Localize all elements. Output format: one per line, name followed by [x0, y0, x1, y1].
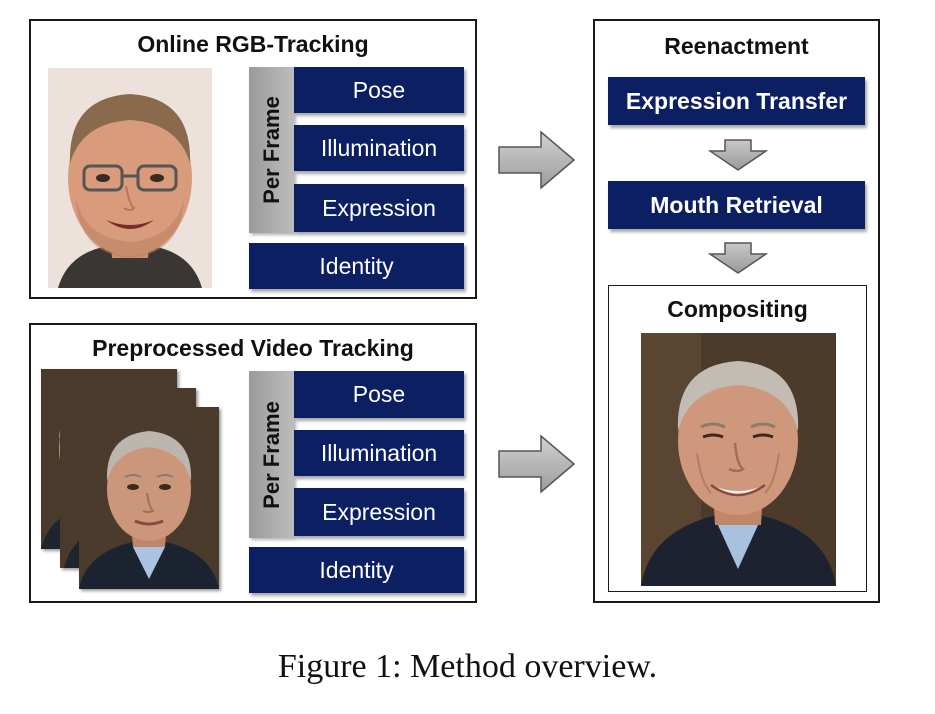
illumination-box: Illumination — [294, 430, 464, 476]
video-frame-front — [79, 407, 219, 589]
composited-result-photo — [641, 333, 836, 586]
identity-box: Identity — [249, 547, 464, 593]
video-tracking-panel: Preprocessed Video Tracking — [29, 323, 477, 603]
down-arrow-icon — [708, 139, 768, 171]
reenactment-title: Reenactment — [664, 33, 809, 59]
illumination-box: Illumination — [294, 125, 464, 171]
online-tracking-panel: Online RGB-Tracking Per Frame Pose Illum… — [29, 19, 477, 299]
per-frame-bar: Per Frame — [249, 371, 294, 538]
compositing-panel: Compositing — [608, 285, 867, 592]
source-actor-photo — [48, 68, 212, 288]
expression-box: Expression — [294, 488, 464, 536]
down-arrow-icon — [708, 242, 768, 274]
expression-box: Expression — [294, 184, 464, 232]
online-tracking-title: Online RGB-Tracking — [137, 31, 369, 57]
per-frame-bar: Per Frame — [249, 67, 294, 233]
compositing-title: Compositing — [667, 296, 808, 322]
right-arrow-icon — [498, 130, 576, 190]
pose-box: Pose — [294, 67, 464, 113]
per-frame-label: Per Frame — [258, 400, 284, 509]
identity-box: Identity — [249, 243, 464, 289]
reenactment-panel: Reenactment Expression Transfer Mouth Re… — [593, 19, 880, 603]
figure-caption: Figure 1: Method overview. — [277, 648, 658, 685]
pose-box: Pose — [294, 371, 464, 418]
mouth-retrieval-box: Mouth Retrieval — [608, 181, 865, 229]
per-frame-label: Per Frame — [258, 96, 284, 204]
expression-transfer-box: Expression Transfer — [608, 77, 865, 125]
right-arrow-icon — [498, 434, 576, 494]
video-tracking-title: Preprocessed Video Tracking — [92, 335, 414, 361]
